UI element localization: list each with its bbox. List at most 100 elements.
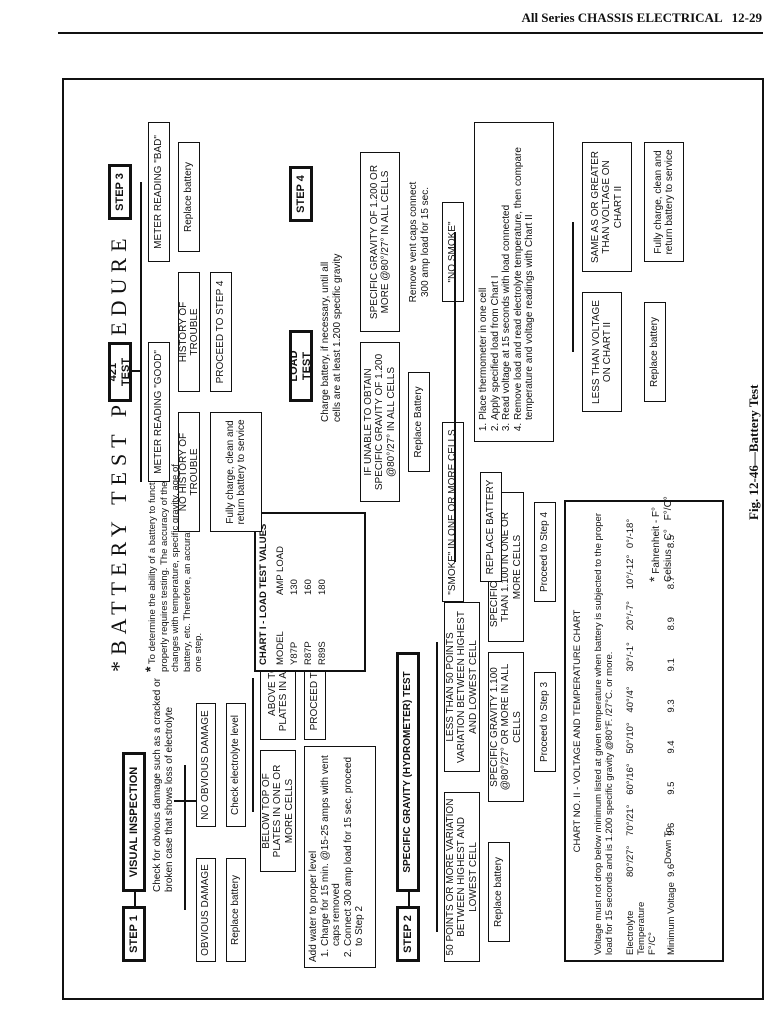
replace-battery-box: Replace battery xyxy=(178,142,200,252)
chart1-col-header: MODEL xyxy=(274,631,286,665)
chart2-temp-cell: 80°/27° xyxy=(624,845,636,877)
page-header: All Series CHASSIS ELECTRICAL 12-29 xyxy=(521,10,762,26)
chart2-volt-cell: 8.9 xyxy=(665,617,677,631)
chart2-temp-cell: 60°/16° xyxy=(624,763,636,795)
connector xyxy=(454,232,456,562)
figure-caption: Fig. 12-46—Battery Test xyxy=(746,384,761,520)
step3-label: STEP 3 xyxy=(108,164,132,220)
meter-bad-box: METER READING "BAD" xyxy=(148,122,170,262)
less-voltage-box: LESS THAN VOLTAGE ON CHART II xyxy=(582,292,622,412)
title-text: BATTERY TEST PROCEDURE xyxy=(106,232,131,655)
header-page-number: 12-29 xyxy=(731,10,762,25)
charge-battery-text: Charge battery, if necessary, until all … xyxy=(320,253,343,422)
chart2-down-to: Down To xyxy=(663,827,674,864)
chart2-volt-cell: 9.1 xyxy=(665,658,677,672)
chart2-volt-cell: 9.4 xyxy=(665,740,677,754)
temperature-footnote: * Fahrenheit - F° Celsius - C° F°/C° xyxy=(646,432,675,582)
chart1-col-header: AMP LOAD xyxy=(274,546,286,595)
chart2-temp-cell: 20°/-7° xyxy=(624,601,636,631)
less-fifty-box: LESS THAN 50 POINTS VARIATION BETWEEN HI… xyxy=(444,602,480,772)
fully-charge-box: Fully charge, clean and return battery t… xyxy=(210,412,262,532)
rotated-diagram: *BATTERY TEST PROCEDURE * To determine t… xyxy=(64,80,762,998)
title-asterisk: * xyxy=(106,655,131,672)
procedure-step: Place thermometer in one cell xyxy=(478,128,490,420)
footnote-fahrenheit: Fahrenheit - F° xyxy=(651,506,662,574)
connector xyxy=(140,182,142,482)
chart1-cell: R89S xyxy=(316,641,328,665)
header-section: All Series CHASSIS ELECTRICAL xyxy=(521,10,722,25)
chart2-note: Voltage must not drop below minimum list… xyxy=(592,513,615,955)
header-rule xyxy=(58,32,763,34)
obvious-damage-box: OBVIOUS DAMAGE xyxy=(196,858,216,962)
chart2-temp-cell: 30°/-1° xyxy=(624,642,636,672)
history-box: HISTORY OF TROUBLE xyxy=(178,272,200,392)
chart1-cell: Y87P xyxy=(288,641,300,665)
no-smoke-box: "NO SMOKE" xyxy=(442,202,464,302)
unable-obtain-box: IF UNABLE TO OBTAIN SPECIFIC GRAVITY OF … xyxy=(360,342,400,502)
replace-battery-box: Replace battery xyxy=(226,858,246,962)
smoke-box: "SMOKE" IN ONE OR MORE CELLS xyxy=(442,422,464,602)
procedure-title: *BATTERY TEST PROCEDURE xyxy=(106,232,132,672)
chart1-load-test-values: CHART I - LOAD TEST VALUES MODEL AMP LOA… xyxy=(254,512,366,672)
chart2-volt-label: Minimum Voltage xyxy=(665,882,677,955)
same-greater-box: SAME AS OR GREATER THAN VOLTAGE ON CHART… xyxy=(582,142,632,272)
connector xyxy=(408,892,410,906)
connector xyxy=(184,765,186,910)
fully-charge-box: Fully charge, clean and return battery t… xyxy=(644,142,684,262)
figure-frame: *BATTERY TEST PROCEDURE * To determine t… xyxy=(62,78,764,1000)
connector xyxy=(252,678,254,812)
sg-1200-more-box: SPECIFIC GRAVITY OF 1.200 OR MORE @80°/2… xyxy=(360,152,400,332)
no-history-box: NO HISTORY OF TROUBLE xyxy=(178,412,200,532)
step2-label: STEP 2 xyxy=(396,906,420,962)
add-water-box: Add water to proper level Charge for 15 … xyxy=(304,746,376,968)
chart1-title: CHART I - LOAD TEST VALUES xyxy=(258,523,269,665)
replace-battery3-box: Replace battery xyxy=(644,302,666,402)
sg-110-more-box: SPECIFIC GRAVITY 1.100 @80°/27° OR MORE … xyxy=(488,652,524,802)
procedure-step: Remove load and read electrolyte tempera… xyxy=(513,128,536,420)
proceed-step3-box: Proceed to Step 3 xyxy=(534,672,556,772)
chart2-temp-cell: 40°/4° xyxy=(624,686,636,713)
chart2-temp-cell: 70°/21° xyxy=(624,804,636,836)
below-plates-box: BELOW TOP OF PLATES IN ONE OR MORE CELLS xyxy=(260,750,296,872)
proceed-step4-box: PROCEED TO STEP 4 xyxy=(210,272,232,392)
chart2-volt-cell: 9.5 xyxy=(665,781,677,795)
procedure-step: Read voltage at 15 seconds with load con… xyxy=(501,128,513,420)
connector xyxy=(572,222,574,352)
connector xyxy=(134,892,136,906)
chart1-cell: 130 xyxy=(288,579,300,595)
chart1-cell: 160 xyxy=(302,579,314,595)
fifty-more-box: 50 POINTS OR MORE VARIATION BETWEEN HIGH… xyxy=(444,792,480,962)
footnote-celsius: Celsius - C° xyxy=(663,529,674,582)
sg-test-box: SPECIFIC GRAVITY (HYDROMETER) TEST xyxy=(396,652,420,892)
chart2-temp-cell: 50°/10° xyxy=(624,722,636,754)
add-water-step: Connect 300 amp load for 15 sec. proceed… xyxy=(343,752,366,946)
load-procedure-box: Place thermometer in one cell Apply spec… xyxy=(474,122,554,442)
chart2-temp-label: Electrolyte Temperature F°/C° xyxy=(624,901,658,955)
connector xyxy=(436,642,438,932)
footnote-combined: F°/C° xyxy=(663,496,674,521)
remove-caps-text: Remove vent caps connect 300 amp load fo… xyxy=(408,181,431,303)
replace-battery2-box: REPLACE BATTERY xyxy=(480,472,502,582)
load-test-box: LOAD TEST xyxy=(288,330,313,402)
connector xyxy=(132,370,140,372)
chart1-cell: 180 xyxy=(316,579,328,595)
chart2-row-label: Electrolyte Temperature F°/C° xyxy=(624,877,659,955)
meter-good-box: METER READING "GOOD" xyxy=(148,342,170,482)
check-damage-text: Check for obvious damage such as a crack… xyxy=(152,678,175,892)
replace-battery-box: Replace battery xyxy=(488,842,510,942)
visual-inspection-box: VISUAL INSPECTION xyxy=(122,752,146,892)
proceed-step4-box: Proceed to Step 4 xyxy=(534,502,556,602)
add-water-step: Charge for 15 min. @15-25 amps with vent… xyxy=(320,752,343,946)
chart2-volt-cell: 9.3 xyxy=(665,699,677,713)
step1-label: STEP 1 xyxy=(122,906,146,962)
replace-battery-box: Replace Battery xyxy=(408,372,430,472)
footnote-asterisk: * xyxy=(646,576,662,582)
procedure-step: Apply specified load from Chart I xyxy=(490,128,502,420)
chart1-cell: R87P xyxy=(302,641,314,665)
chart2-voltage-temperature: CHART NO. II - VOLTAGE AND TEMPERATURE C… xyxy=(564,500,724,962)
chart2-title: CHART NO. II - VOLTAGE AND TEMPERATURE C… xyxy=(572,609,583,853)
no-obvious-damage-box: NO OBVIOUS DAMAGE xyxy=(196,703,216,827)
step4-label: STEP 4 xyxy=(289,166,313,222)
check-electrolyte-box: Check electrolyte level xyxy=(226,703,246,827)
test-421-box: 421 TEST xyxy=(107,342,132,402)
